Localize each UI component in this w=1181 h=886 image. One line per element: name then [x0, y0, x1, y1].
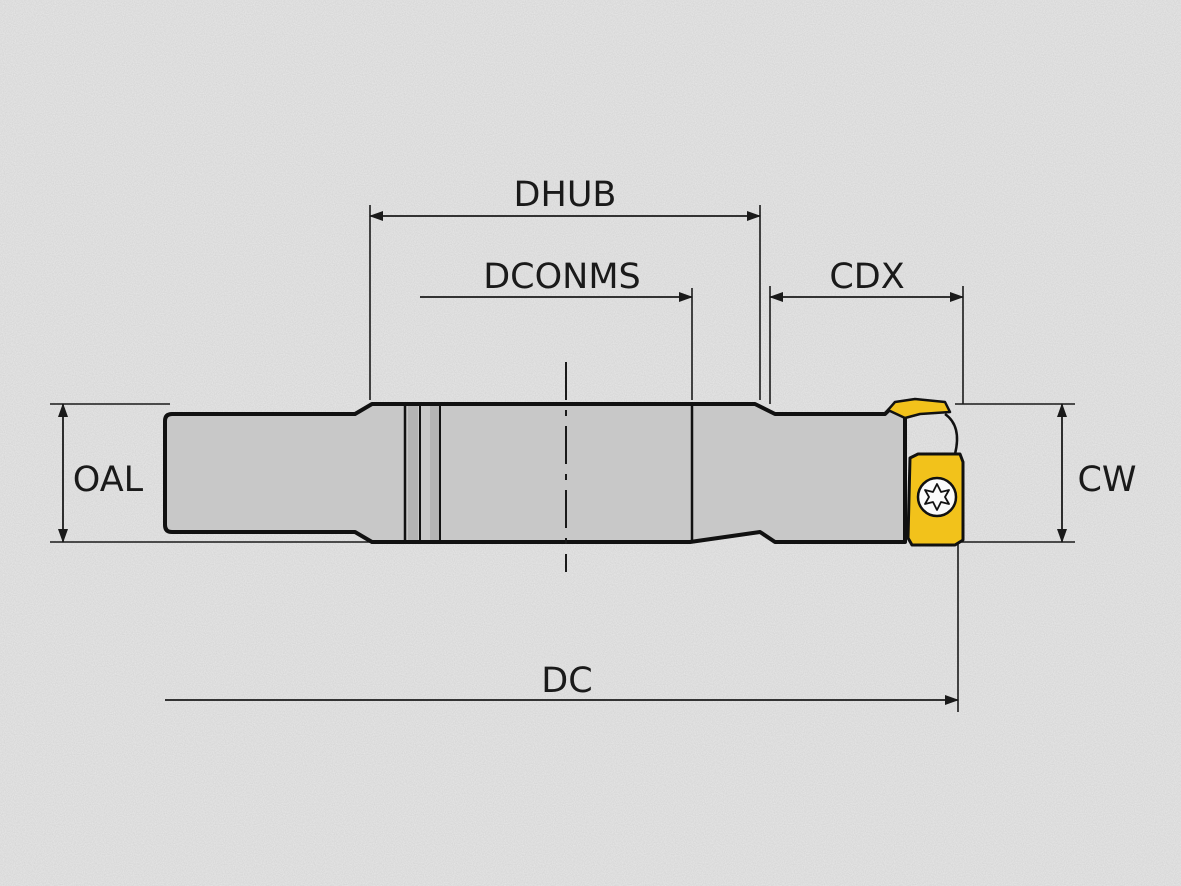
dhub-label: DHUB [514, 175, 617, 215]
dc-label: DC [541, 661, 592, 701]
dimension-lines [58, 211, 1067, 705]
extension-lines [50, 205, 1075, 712]
cutting-insert [886, 397, 965, 547]
torx-screw-icon [916, 476, 958, 518]
dconms-label: DCONMS [483, 257, 641, 297]
cdx-label: CDX [829, 257, 904, 297]
oal-label: OAL [73, 460, 144, 500]
cw-label: CW [1077, 460, 1136, 500]
dimension-labels: DHUB DCONMS CDX OAL CW DC [73, 175, 1137, 701]
tool-body [163, 402, 907, 544]
